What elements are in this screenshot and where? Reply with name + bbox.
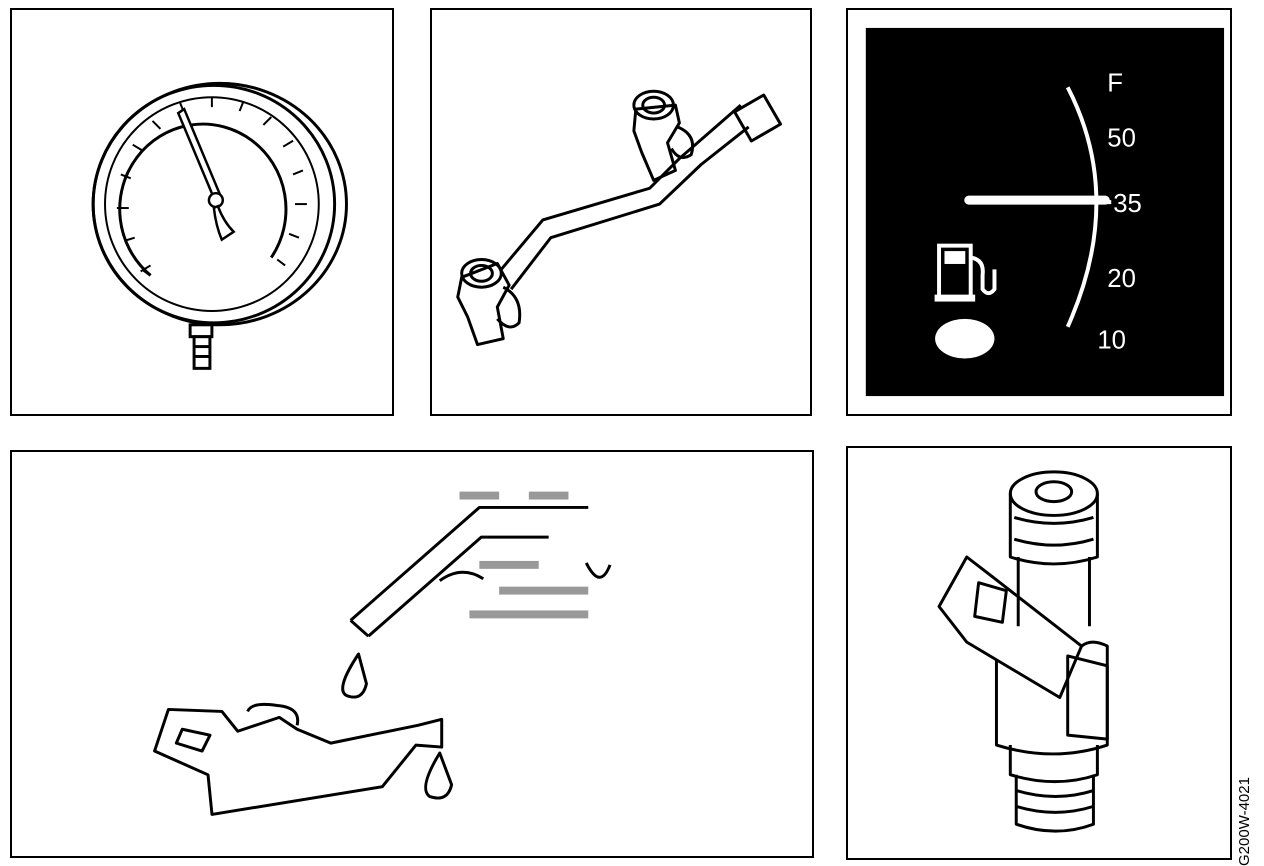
fuel-rail-panel [430,8,812,416]
oil-fuel-panel [10,450,814,858]
gauge-label-20: 20 [1107,265,1136,293]
fuel-injector-panel [846,446,1232,860]
fuel-injector-icon [937,470,1109,833]
fuel-pump-icon [934,243,997,302]
gauge-label-10: 10 [1097,327,1126,355]
fuel-gauge-dial: F 50 35 20 10 [865,27,1225,397]
gauge-label-35: 35 [1113,190,1142,218]
gauge-label-50: 50 [1107,125,1136,153]
warning-lamp [935,318,995,359]
gauge-label-f: F [1107,69,1123,97]
fuel-rail-icon [456,89,783,347]
pressure-gauge-icon [91,81,348,370]
fuel-gauge-panel: F 50 35 20 10 [846,8,1232,416]
oil-can-nozzle-icon [153,491,612,816]
pressure-gauge-panel [10,8,394,416]
figure-code: G200W-4021 [1236,777,1253,866]
